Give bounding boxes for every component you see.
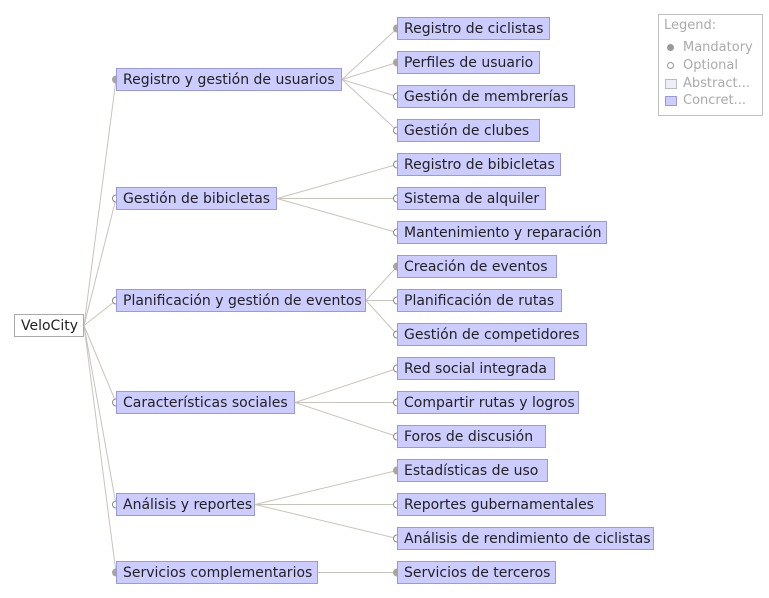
child-feature[interactable]: Planificación de rutas <box>397 289 562 312</box>
edge <box>365 300 398 335</box>
edge <box>83 198 117 326</box>
child-feature[interactable]: Registro de bibicletas <box>397 153 561 176</box>
legend-concrete-label: Concret... <box>683 93 746 108</box>
edge <box>294 368 398 403</box>
optional-circle-icon <box>665 61 677 71</box>
legend-abstract-label: Abstract... <box>683 76 750 91</box>
child-feature[interactable]: Red social integrada <box>397 357 555 380</box>
concrete-box-icon <box>665 95 677 106</box>
group-feature[interactable]: Análisis y reportes <box>116 493 255 516</box>
legend: Legend: Mandatory Optional Abstract... C… <box>658 14 763 116</box>
legend-mandatory-label: Mandatory <box>683 40 753 55</box>
edge <box>83 325 117 573</box>
edge <box>294 402 398 437</box>
child-feature[interactable]: Creación de eventos <box>397 255 557 278</box>
edge <box>83 300 117 326</box>
legend-optional-label: Optional <box>683 58 738 73</box>
group-feature[interactable]: Planificación y gestión de eventos <box>116 289 366 312</box>
edge <box>254 470 398 505</box>
child-feature[interactable]: Sistema de alquiler <box>397 187 546 210</box>
edge <box>365 266 398 301</box>
edge <box>83 325 117 403</box>
edge <box>276 164 398 199</box>
child-feature[interactable]: Gestión de membrerías <box>397 85 575 108</box>
edge <box>341 79 398 97</box>
legend-title: Legend: <box>664 18 717 33</box>
legend-abstract: Abstract... <box>665 76 750 92</box>
edge <box>83 325 117 505</box>
mandatory-dot-icon <box>665 43 677 53</box>
child-feature[interactable]: Gestión de clubes <box>397 119 540 142</box>
child-feature[interactable]: Registro de ciclistas <box>397 17 550 40</box>
legend-optional: Optional <box>665 58 738 74</box>
edge <box>276 198 398 233</box>
child-feature[interactable]: Análisis de rendimiento de ciclistas <box>397 527 654 550</box>
child-feature[interactable]: Servicios de terceros <box>397 561 556 584</box>
edge <box>341 62 398 80</box>
edge <box>341 28 398 80</box>
edge <box>254 504 398 539</box>
edge <box>83 79 117 326</box>
edge <box>341 79 398 131</box>
child-feature[interactable]: Reportes gubernamentales <box>397 493 606 516</box>
child-feature[interactable]: Compartir rutas y logros <box>397 391 579 414</box>
group-feature[interactable]: Servicios complementarios <box>116 561 318 584</box>
child-feature[interactable]: Estadísticas de uso <box>397 459 548 482</box>
group-feature[interactable]: Registro y gestión de usuarios <box>116 68 342 91</box>
root-feature[interactable]: VeloCity <box>14 314 84 337</box>
abstract-box-icon <box>665 78 677 89</box>
child-feature[interactable]: Gestión de competidores <box>397 323 587 346</box>
legend-mandatory: Mandatory <box>665 40 753 56</box>
group-feature[interactable]: Características sociales <box>116 391 295 414</box>
legend-concrete: Concret... <box>665 93 746 109</box>
child-feature[interactable]: Mantenimiento y reparación <box>397 221 607 244</box>
group-feature[interactable]: Gestión de bibicletas <box>116 187 277 210</box>
child-feature[interactable]: Foros de discusión <box>397 425 546 448</box>
child-feature[interactable]: Perfiles de usuario <box>397 51 540 74</box>
